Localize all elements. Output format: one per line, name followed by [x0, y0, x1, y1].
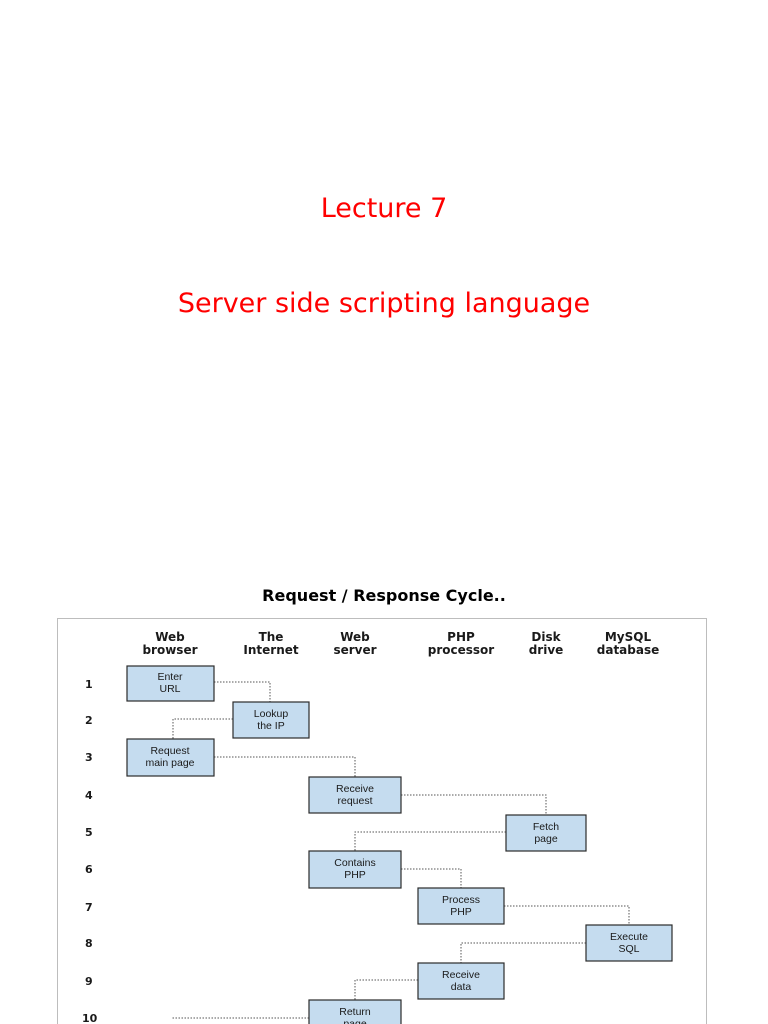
column-header-php-processor-line1: PHP [447, 630, 475, 644]
column-header-php-processor-line2: processor [428, 643, 495, 657]
column-header-web-server-line2: server [333, 643, 376, 657]
step-label: PHP [450, 906, 472, 918]
column-header-disk-drive-line1: Disk [531, 630, 561, 644]
step-label: Lookup [254, 708, 289, 720]
row-number: 9 [85, 975, 93, 988]
column-header-internet-line1: The [259, 630, 284, 644]
row-number: 7 [85, 901, 93, 914]
step-box-contains-php: Contains PHP [308, 850, 402, 889]
row-number: 6 [85, 863, 93, 876]
connector-8-9 [460, 942, 586, 963]
step-label: URL [159, 683, 180, 695]
step-box-receive-data: Receive data [417, 962, 505, 1000]
step-box-receive-request: Receive request [308, 776, 402, 814]
column-header-mysql-database-line2: database [597, 643, 660, 657]
diagram-canvas: Web browser The Internet Web server PHP … [57, 618, 707, 1024]
step-label: Receive [442, 969, 480, 981]
step-label: request [337, 795, 372, 807]
connector-2-3 [172, 718, 233, 739]
row-number: 8 [85, 937, 93, 950]
slide-subtitle: Server side scripting language [177, 288, 591, 319]
step-label: Return [339, 1006, 371, 1018]
column-header-web-server-line1: Web [340, 630, 370, 644]
step-label: main page [145, 757, 194, 769]
step-box-enter-url: Enter URL [126, 665, 215, 702]
step-box-lookup-ip: Lookup the IP [232, 701, 310, 739]
step-label: the IP [257, 720, 284, 732]
connector-3-4 [214, 756, 356, 777]
row-number: 5 [85, 826, 93, 839]
column-header-web-browser-line1: Web [155, 630, 185, 644]
step-box-request-main-page: Request main page [126, 738, 215, 777]
step-box-execute-sql: Execute SQL [585, 924, 673, 962]
step-label: Process [442, 894, 480, 906]
step-box-fetch-page: Fetch page [505, 814, 587, 852]
step-label: Receive [336, 783, 374, 795]
step-label: Execute [610, 931, 648, 943]
connector-1-2 [214, 681, 271, 702]
step-label: page [534, 833, 558, 845]
column-header-mysql-database-line1: MySQL [605, 630, 652, 644]
connector-6-7 [401, 868, 462, 888]
step-label: Contains [334, 857, 375, 869]
connector-5-6 [354, 831, 506, 851]
slide-title: Lecture 7 [320, 193, 448, 224]
column-header-disk-drive-line2: drive [529, 643, 564, 657]
step-box-return-page: Return page [308, 999, 402, 1024]
column-header-web-browser-line2: browser [142, 643, 197, 657]
step-label: Enter [157, 671, 183, 683]
column-header-internet-line2: Internet [243, 643, 298, 657]
row-number: 2 [85, 714, 93, 727]
step-label: Request [150, 745, 189, 757]
step-label: page [343, 1018, 367, 1024]
step-label: Fetch [533, 821, 559, 833]
step-label: PHP [344, 869, 366, 881]
row-number: 1 [85, 678, 93, 691]
step-box-process-php: Process PHP [417, 887, 505, 925]
row-number: 3 [85, 751, 93, 764]
step-label: SQL [618, 943, 639, 955]
connector-9-10 [354, 979, 418, 1000]
connector-4-5 [401, 794, 547, 815]
request-response-diagram: Web browser The Internet Web server PHP … [57, 618, 707, 1024]
step-label: data [451, 981, 472, 993]
figure-caption: Request / Response Cycle.. [262, 586, 506, 605]
row-number: 4 [85, 789, 93, 802]
row-number: 10 [82, 1012, 98, 1024]
